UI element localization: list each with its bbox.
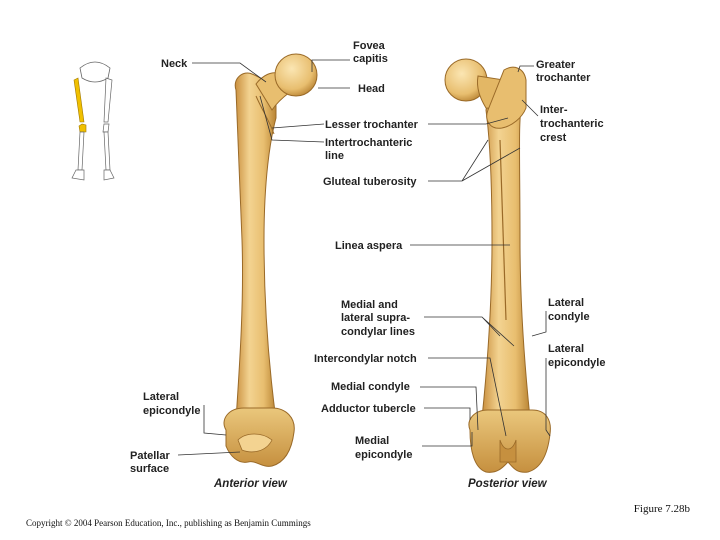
label-patellar-surface-1: Patellar — [130, 450, 170, 462]
label-adductor-tubercle: Adductor tubercle — [321, 403, 416, 415]
label-lesser-trochanter: Lesser trochanter — [325, 119, 419, 131]
label-patellar-surface-2: surface — [130, 463, 169, 475]
label-supracondylar-lines-1: Medial and — [341, 299, 398, 311]
right-femur-outline — [103, 77, 113, 123]
label-supracondylar-lines-2: lateral supra- — [341, 312, 410, 324]
label-intertrochanteric-line-1: Intertrochanteric — [325, 137, 412, 149]
label-intertrochanteric-crest-1: Inter- — [540, 104, 568, 116]
anterior-femur — [223, 53, 318, 467]
label-greater-trochanter-2: trochanter — [536, 72, 591, 84]
posterior-femur-shaft — [481, 94, 531, 419]
label-neck: Neck — [161, 58, 188, 70]
label-greater-trochanter-1: Greater — [536, 59, 576, 71]
label-anterior-view: Anterior view — [213, 478, 288, 490]
posterior-linea-aspera — [499, 139, 507, 321]
label-lateral-condyle-1: Lateral — [548, 297, 584, 309]
label-head: Head — [358, 83, 385, 95]
label-fovea-capitis-1: Fovea — [353, 40, 386, 52]
posterior-femur — [444, 58, 551, 473]
label-medial-epicondyle-1: Medial — [355, 435, 389, 447]
skeleton-thumbnail — [71, 61, 115, 181]
left-foot-outline — [71, 169, 85, 181]
highlighted-patella — [78, 123, 87, 133]
highlighted-femur — [73, 77, 85, 123]
figure-caption: Figure 7.28b — [633, 503, 690, 515]
label-lateral-epicondyle-posterior-2: epicondyle — [548, 357, 605, 369]
label-lateral-epicondyle-posterior-1: Lateral — [548, 343, 584, 355]
anterior-patellar-surface — [237, 433, 273, 453]
label-linea-aspera: Linea aspera — [335, 240, 403, 252]
pelvis-outline — [79, 61, 111, 83]
label-gluteal-tuberosity: Gluteal tuberosity — [323, 176, 417, 188]
posterior-femoral-condyles — [468, 409, 551, 473]
label-posterior-view: Posterior view — [468, 478, 548, 490]
label-supracondylar-lines-3: condylar lines — [341, 326, 415, 338]
label-intertrochanteric-crest-3: crest — [540, 132, 567, 144]
posterior-intercondylar-notch — [499, 439, 517, 463]
label-medial-epicondyle-2: epicondyle — [355, 449, 412, 461]
right-tibia-outline — [103, 131, 111, 171]
label-intertrochanteric-crest-2: trochanteric — [540, 118, 604, 130]
anterior-femur-head — [274, 53, 318, 97]
labels: Neck Fovea capitis Head Lesser trochante… — [130, 40, 605, 490]
left-tibia-outline — [77, 131, 85, 171]
label-fovea-capitis-2: capitis — [353, 53, 388, 65]
label-intertrochanteric-line-2: line — [325, 150, 344, 162]
leader-lines — [177, 59, 551, 456]
label-lateral-condyle-2: condyle — [548, 311, 590, 323]
label-medial-condyle: Medial condyle — [331, 381, 410, 393]
right-foot-outline — [103, 169, 115, 181]
copyright-notice: Copyright © 2004 Pearson Education, Inc.… — [26, 518, 311, 528]
label-lateral-epicondyle-anterior-1: Lateral — [143, 391, 179, 403]
label-intercondylar-notch: Intercondylar notch — [314, 353, 417, 365]
label-lateral-epicondyle-anterior-2: epicondyle — [143, 405, 200, 417]
right-patella-outline — [102, 123, 110, 133]
